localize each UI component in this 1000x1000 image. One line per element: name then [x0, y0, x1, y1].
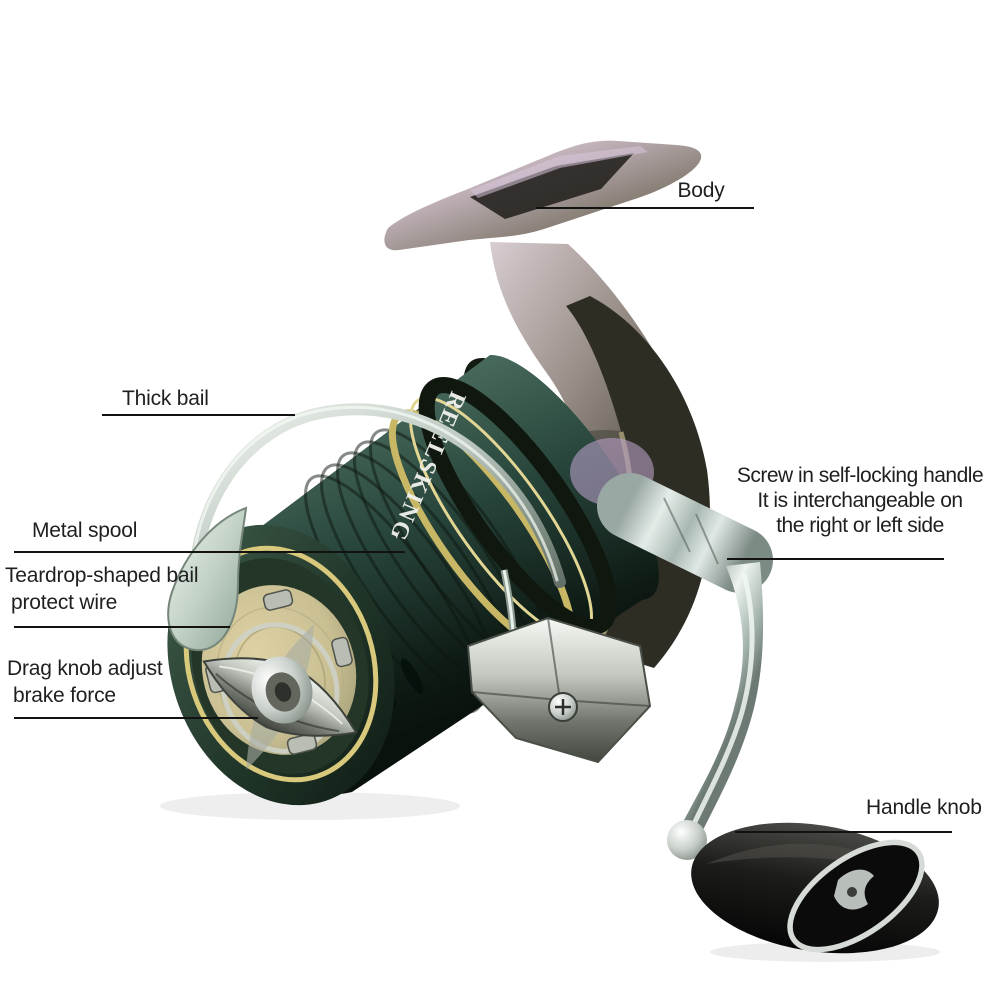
label-screw-handle-line3: the right or left side — [776, 514, 944, 537]
label-handle-knob: Handle knob — [866, 796, 982, 819]
label-drag-knob: Drag knob adjust brake force — [7, 655, 163, 709]
label-body: Body — [677, 179, 725, 202]
leader-line-screw-handle — [727, 558, 944, 560]
handle-knob-part — [691, 822, 939, 954]
leader-line-metal-spool — [14, 551, 405, 553]
leader-line-teardrop — [14, 626, 230, 628]
label-drag-knob-line1: Drag knob adjust — [7, 657, 163, 680]
label-thick-bail: Thick bail — [122, 387, 209, 410]
label-drag-knob-line2: brake force — [13, 684, 116, 707]
handle-ball-joint — [667, 820, 707, 860]
leader-line-body — [536, 207, 754, 209]
label-metal-spool: Metal spool — [32, 519, 138, 542]
leader-line-thick-bail — [102, 414, 295, 416]
leader-line-drag-knob — [14, 717, 258, 719]
spool-shadow — [160, 792, 460, 820]
label-teardrop: Teardrop-shaped bail protect wire — [5, 562, 198, 616]
label-teardrop-line1: Teardrop-shaped bail — [5, 564, 199, 587]
label-screw-handle-line1: Screw in self-locking handle — [736, 464, 984, 487]
label-screw-handle: Screw in self-locking handle It is inter… — [725, 463, 995, 538]
bail-arm — [466, 569, 652, 764]
label-screw-handle-line2: It is interchangeable on — [757, 489, 963, 512]
leader-line-handle-knob — [735, 831, 952, 833]
handle-arm — [570, 438, 773, 860]
label-teardrop-line2: protect wire — [11, 591, 118, 614]
reel-foot — [384, 140, 702, 251]
bail-wire — [188, 403, 566, 614]
